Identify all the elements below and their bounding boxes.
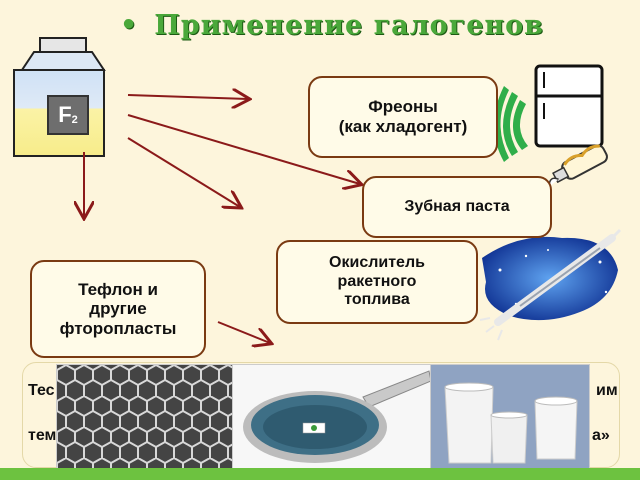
footer-green-strip: [0, 468, 640, 480]
box-toothpaste-text: Зубная паста: [404, 197, 510, 215]
graphene-image: [56, 364, 234, 470]
arrow-to-freons: [127, 95, 248, 99]
beakers-image: [430, 364, 590, 470]
caption-fragment-right-1: им: [596, 382, 618, 399]
caption-fragment-right-2: а»: [592, 427, 610, 444]
arrows: [84, 95, 360, 343]
bottle-label-main: F: [58, 102, 72, 127]
refrigerator-icon: [494, 64, 604, 162]
slide-title: • Применение галогенов: [120, 10, 543, 41]
arrow-to-oxidizer: [127, 137, 240, 207]
arrow-to-toothpaste: [127, 114, 360, 184]
bottle-label-sub: 2: [71, 114, 78, 126]
box-freons-text: Фреоны (как хладогент): [338, 97, 468, 136]
caption-fragment-left-1: Тес: [28, 382, 55, 399]
box-oxidizer: Окислитель ракетного топлива: [276, 240, 478, 324]
title-text: Применение галогенов: [154, 10, 544, 41]
box-teflon-text: Тефлон и другие фторопласты: [59, 279, 177, 338]
caption-fragment-left-2: тем: [28, 427, 57, 444]
box-teflon: Тефлон и другие фторопласты: [30, 260, 206, 358]
toothpaste-icon: [548, 144, 608, 187]
rocket-icon: [479, 228, 622, 341]
box-toothpaste: Зубная паста: [362, 176, 552, 238]
frying-pan-image: [232, 364, 432, 470]
arrow-to-bottom: [217, 321, 270, 343]
box-oxidizer-text: Окислитель ракетного топлива: [329, 254, 425, 309]
title-bullet: •: [120, 10, 139, 41]
box-freons: Фреоны (как хладогент): [308, 76, 498, 158]
